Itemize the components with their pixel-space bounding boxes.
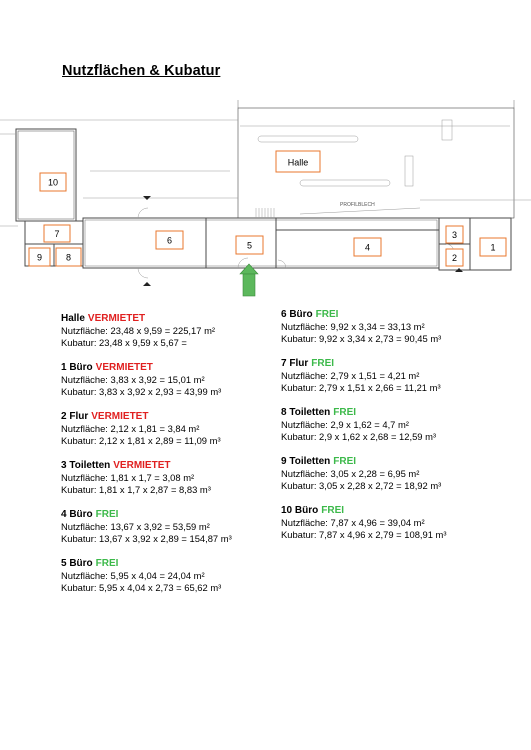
unit-kubatur: Kubatur: 7,87 x 4,96 x 2,79 = 108,91 m³ xyxy=(281,528,447,540)
unit-nutzflaeche: Nutzfläche: 13,67 x 3,92 = 53,59 m² xyxy=(61,521,210,532)
status-badge: VERMIETET xyxy=(91,411,149,422)
unit-name: 5 Büro xyxy=(61,558,93,569)
status-badge: FREI xyxy=(333,456,357,467)
unit-name: 7 Flur xyxy=(281,358,309,369)
status-badge: VERMIETET xyxy=(113,460,171,471)
unit-nutzflaeche: Nutzfläche: 7,87 x 4,96 = 39,04 m² xyxy=(281,517,425,528)
status-badge: FREI xyxy=(311,358,335,369)
plan-room-9: 9 xyxy=(28,247,51,267)
svg-text:8: 8 xyxy=(66,253,71,263)
unit-kubatur: Kubatur: 2,12 x 1,81 x 2,89 = 11,09 m³ xyxy=(61,434,221,446)
unit-name: Halle xyxy=(61,313,85,324)
page-title: Nutzflächen & Kubatur xyxy=(62,63,221,79)
plan-hall-outline xyxy=(237,107,515,219)
plan-room-8: 8 xyxy=(55,247,82,267)
status-badge: FREI xyxy=(333,407,357,418)
unit-name: 9 Toiletten xyxy=(281,456,331,467)
plan-room-3: 3 xyxy=(445,225,464,244)
unit-nutzflaeche: Nutzfläche: 1,81 x 1,7 = 3,08 m² xyxy=(61,472,195,483)
status-badge: FREI xyxy=(315,309,339,320)
unit-nutzflaeche: Nutzfläche: 9,92 x 3,34 = 33,13 m² xyxy=(281,321,425,332)
plan-room-4: 4 xyxy=(353,237,382,257)
plan-room-1: 1 xyxy=(479,237,507,257)
unit-kubatur: Kubatur: 9,92 x 3,34 x 2,73 = 90,45 m³ xyxy=(281,332,442,344)
unit-kubatur: Kubatur: 2,79 x 1,51 x 2,66 = 11,21 m³ xyxy=(281,381,441,393)
plan-corridor-text: PROFILBLECH xyxy=(340,202,375,208)
plan-room-6: 6 xyxy=(155,230,184,250)
svg-text:3: 3 xyxy=(452,230,457,240)
plan-stairs xyxy=(255,208,275,218)
plan-room-halle: Halle xyxy=(275,150,321,173)
svg-text:10: 10 xyxy=(48,178,58,188)
svg-text:9: 9 xyxy=(37,253,42,263)
plan-room-7: 7 xyxy=(43,224,71,243)
status-badge: FREI xyxy=(95,558,119,569)
plan-room-10: 10 xyxy=(39,172,67,192)
unit-nutzflaeche: Nutzfläche: 2,12 x 1,81 = 3,84 m² xyxy=(61,423,200,434)
unit-kubatur: Kubatur: 23,48 x 9,59 x 5,67 = xyxy=(61,336,187,348)
status-badge: FREI xyxy=(321,505,345,516)
status-badge: VERMIETET xyxy=(87,313,146,324)
unit-name: 2 Flur xyxy=(61,411,89,422)
unit-nutzflaeche: Nutzfläche: 3,83 x 3,92 = 15,01 m² xyxy=(61,374,205,385)
unit-kubatur: Kubatur: 3,83 x 3,92 x 2,93 = 43,99 m³ xyxy=(61,385,222,397)
svg-text:Halle: Halle xyxy=(288,158,309,168)
unit-name: 6 Büro xyxy=(281,309,313,320)
unit-name: 8 Toiletten xyxy=(281,407,331,418)
unit-kubatur: Kubatur: 5,95 x 4,04 x 2,73 = 65,62 m³ xyxy=(61,581,222,593)
unit-kubatur: Kubatur: 3,05 x 2,28 x 2,72 = 18,92 m³ xyxy=(281,479,442,491)
svg-text:2: 2 xyxy=(452,253,457,263)
unit-nutzflaeche: Nutzfläche: 3,05 x 2,28 = 6,95 m² xyxy=(281,468,420,479)
unit-nutzflaeche: Nutzfläche: 5,95 x 4,04 = 24,04 m² xyxy=(61,570,205,581)
entrance-arrow-icon xyxy=(239,263,259,297)
unit-nutzflaeche: Nutzfläche: 23,48 x 9,59 = 225,17 m² xyxy=(61,325,216,336)
unit-name: 3 Toiletten xyxy=(61,460,111,471)
svg-text:5: 5 xyxy=(247,241,252,251)
unit-name: 1 Büro xyxy=(61,362,93,373)
status-badge: FREI xyxy=(95,509,119,520)
status-badge: VERMIETET xyxy=(95,362,153,373)
floor-plan: PROFILBLECH 10 7 9 8 6 5 4 xyxy=(0,100,531,297)
unit-kubatur: Kubatur: 13,67 x 3,92 x 2,89 = 154,87 m³ xyxy=(61,532,232,544)
unit-nutzflaeche: Nutzfläche: 2,79 x 1,51 = 4,21 m² xyxy=(281,370,420,381)
svg-text:4: 4 xyxy=(365,243,370,253)
plan-room-2: 2 xyxy=(445,248,464,267)
unit-name: 4 Büro xyxy=(61,509,93,520)
svg-text:7: 7 xyxy=(54,229,59,239)
unit-kubatur: Kubatur: 2,9 x 1,62 x 2,68 = 12,59 m³ xyxy=(281,430,437,442)
unit-name: 10 Büro xyxy=(281,505,319,516)
svg-text:1: 1 xyxy=(490,243,495,253)
plan-room-5: 5 xyxy=(235,235,264,255)
unit-nutzflaeche: Nutzfläche: 2,9 x 1,62 = 4,7 m² xyxy=(281,419,409,430)
svg-text:6: 6 xyxy=(167,236,172,246)
unit-kubatur: Kubatur: 1,81 x 1,7 x 2,87 = 8,83 m³ xyxy=(61,483,211,495)
